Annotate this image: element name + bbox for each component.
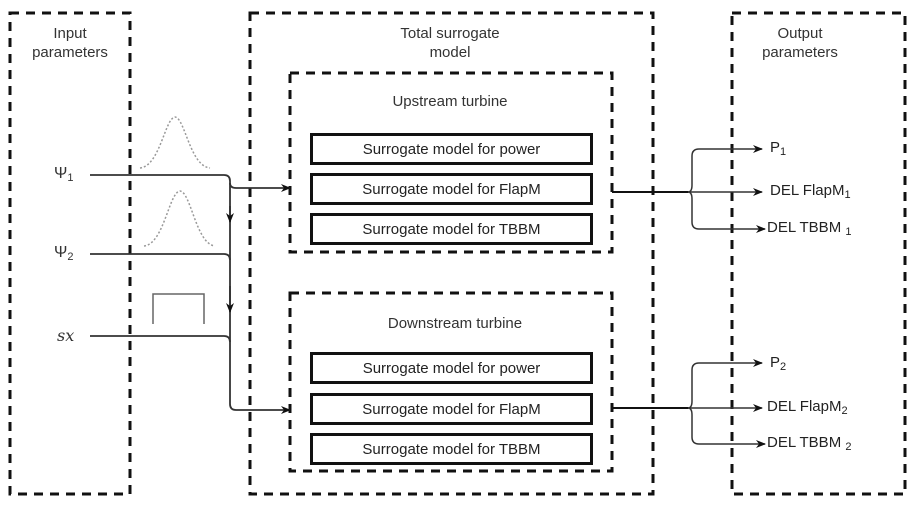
total-title-line2: model	[429, 44, 471, 61]
psi1-line	[90, 174, 291, 192]
output-name: DEL TBBM	[767, 219, 842, 236]
gaussian-curve-psi1	[139, 116, 211, 169]
output-subscript: 1	[844, 189, 851, 201]
input-subscript: 1	[67, 172, 74, 184]
output-parameters-title: Output parameters	[740, 24, 860, 62]
output-title-line2: parameters	[762, 44, 838, 61]
input-sx: sx	[57, 326, 74, 345]
gaussian-curve-psi2	[143, 190, 216, 247]
output-del-tbbm1: DEL TBBM 1	[767, 219, 851, 238]
output-subscript: 1	[845, 226, 852, 238]
downstream-output-p2	[687, 359, 763, 409]
output-del-tbbm2: DEL TBBM 2	[767, 434, 851, 453]
upstream-tbbm-model: Surrogate model for TBBM	[310, 213, 593, 245]
output-name: DEL FlapM	[767, 398, 842, 415]
model-label: Surrogate model for FlapM	[362, 400, 541, 418]
output-subscript: 2	[845, 441, 852, 453]
input-title-line1: Input	[53, 25, 87, 42]
downstream-flapm-model: Surrogate model for FlapM	[310, 393, 593, 425]
model-label: Surrogate model for TBBM	[362, 440, 541, 458]
output-name: DEL FlapM	[770, 182, 845, 199]
output-subscript: 1	[780, 146, 787, 158]
output-title-line1: Output	[777, 25, 823, 42]
model-label: Surrogate model for power	[362, 140, 541, 158]
upstream-output-p1	[687, 145, 763, 193]
downstream-tbbm-model: Surrogate model for TBBM	[310, 433, 593, 465]
input-symbol: Ψ	[54, 244, 68, 261]
total-surrogate-box	[248, 11, 655, 496]
downstream-turbine-title: Downstream turbine	[387, 315, 523, 332]
output-del-flapm1: DEL FlapM1	[770, 182, 851, 201]
downstream-turbine-box	[288, 291, 614, 473]
input-psi2: Ψ2	[54, 244, 74, 263]
upstream-flapm-model: Surrogate model for FlapM	[310, 173, 593, 205]
input-title-line2: parameters	[32, 44, 108, 61]
sx-line	[90, 335, 231, 343]
input-symbol: Ψ	[54, 165, 68, 182]
model-label: Surrogate model for FlapM	[362, 180, 541, 198]
upstream-turbine-box	[288, 71, 614, 254]
input-psi1: Ψ1	[54, 165, 74, 184]
output-name: DEL TBBM	[767, 434, 842, 451]
model-label: Surrogate model for power	[362, 359, 541, 377]
output-del-flapm2: DEL FlapM2	[767, 398, 848, 417]
upstream-turbine-title: Upstream turbine	[392, 93, 508, 110]
output-subscript: 2	[780, 361, 787, 373]
upstream-output-tbbm1	[687, 191, 766, 233]
downstream-power-model: Surrogate model for power	[310, 352, 593, 384]
output-subscript: 2	[841, 405, 848, 417]
total-title-line1: Total surrogate	[400, 25, 500, 42]
output-name: P	[770, 354, 781, 371]
input-symbol: sx	[57, 326, 75, 345]
model-label: Surrogate model for TBBM	[362, 220, 541, 238]
upstream-power-model: Surrogate model for power	[310, 133, 593, 165]
total-surrogate-title: Total surrogate model	[350, 24, 550, 62]
psi2-line	[90, 253, 231, 261]
uniform-distribution	[152, 293, 205, 324]
downstream-output-tbbm2	[687, 407, 766, 448]
output-p2: P2	[770, 354, 786, 373]
output-p1: P1	[770, 139, 786, 158]
input-parameters-title: Input parameters	[14, 24, 126, 62]
input-subscript: 2	[67, 251, 74, 263]
output-name: P	[770, 139, 781, 156]
output-parameters-box	[730, 11, 907, 496]
bus-line	[229, 183, 291, 414]
